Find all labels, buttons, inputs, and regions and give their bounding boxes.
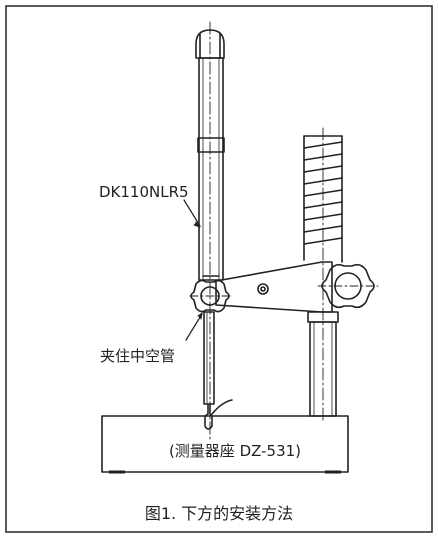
stand-label: (测量器座 DZ-531)	[168, 442, 302, 460]
hollow-clamp-label: 夹住中空管	[100, 347, 176, 365]
probe-model-label: DK110NLR5	[99, 183, 189, 201]
leader-arrow-clamp	[197, 312, 203, 320]
leader-clamp	[185, 313, 203, 341]
stand-column	[303, 127, 343, 421]
figure-caption: 图1. 下方的安装方法	[144, 504, 294, 523]
probe-gauge	[195, 29, 233, 430]
leader-probe	[183, 199, 201, 227]
stand-base	[101, 415, 349, 474]
clamp-knob-right	[317, 263, 379, 309]
clamp-knob-left	[189, 279, 231, 313]
leader-arrow-probe	[193, 221, 201, 228]
